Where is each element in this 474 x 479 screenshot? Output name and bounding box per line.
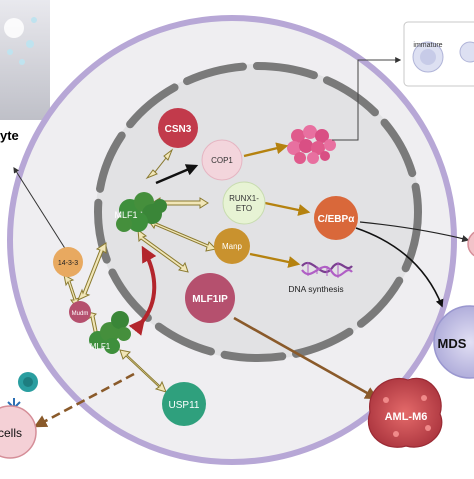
dna-synthesis-label: DNA synthesis xyxy=(288,284,343,294)
nuclear-shuttle-arrow xyxy=(128,245,157,336)
mlf1-to-cop1-arrow xyxy=(155,164,199,185)
aml-cell-icon: AML-M6 xyxy=(367,377,443,448)
aml-m6-label: AML-M6 xyxy=(385,411,428,423)
nuclear-envelope xyxy=(94,62,422,362)
manp-label: Manp xyxy=(222,242,243,251)
usp11-label: USP11 xyxy=(169,400,200,411)
csn3-node: CSN3 xyxy=(158,108,198,148)
mlf1ip-label: MLF1IP xyxy=(192,294,228,305)
monocyte-label: yte xyxy=(0,128,19,143)
runx1-eto-label-1: RUNX1- xyxy=(229,194,259,203)
manp-to-dna-arrow xyxy=(249,252,301,268)
runx1-to-cebpa-arrow xyxy=(264,201,311,216)
mds-cell-icon: MDS xyxy=(433,305,474,379)
protein-14-3-3-label: 14-3-3 xyxy=(58,260,78,267)
to-monocyte-arrow xyxy=(13,166,67,251)
target-cell-icon xyxy=(18,372,38,392)
cells-label: cells xyxy=(0,426,22,440)
usp11-node: USP11 xyxy=(162,382,206,426)
cells-cluster-icon xyxy=(0,405,37,459)
mlf1ip-to-aml-arrow xyxy=(233,316,379,400)
cebpa-label: C/EBPα xyxy=(318,214,356,225)
mds-label: MDS xyxy=(438,336,467,351)
dna-helix-icon xyxy=(301,262,353,278)
mlf1-protein-icon xyxy=(116,192,167,232)
csn3-label: CSN3 xyxy=(165,124,192,135)
mlf1ip-node: MLF1IP xyxy=(185,273,235,323)
monocyte-cell-icon xyxy=(0,0,50,120)
runx1-eto-label-2: ETO xyxy=(236,204,252,213)
manp-node: Manp xyxy=(214,228,250,264)
cebpa-to-mds-arrow xyxy=(355,227,444,308)
mlf1-to-cells-arrow xyxy=(33,372,135,428)
mlf1-nuclear-label: MLF1 xyxy=(114,210,137,220)
right-partial-cell-icon xyxy=(467,231,474,257)
cop1-to-aggregate-arrow xyxy=(243,142,289,158)
protein-14-3-3-node: 14-3-3 xyxy=(53,247,83,277)
runx1-eto-node: RUNX1- ETO xyxy=(222,181,266,225)
mudm-node: Mudm xyxy=(69,301,91,323)
cebpa-node: C/EBPα xyxy=(314,196,358,240)
mlf1-cytoplasmic-icon xyxy=(89,311,131,354)
cop1-label: COP1 xyxy=(211,156,233,165)
protein-aggregate-icon xyxy=(287,125,336,164)
immature-label: immature xyxy=(413,42,442,49)
cop1-node: COP1 xyxy=(201,139,243,181)
aggregate-to-immature-arrow xyxy=(332,57,402,141)
cebpa-to-right-arrow xyxy=(359,221,470,243)
mudm-label: Mudm xyxy=(72,311,89,317)
mlf1-cytoplasmic-label: MLF1 xyxy=(90,342,111,351)
immature-cell-panel: immature xyxy=(403,21,474,87)
